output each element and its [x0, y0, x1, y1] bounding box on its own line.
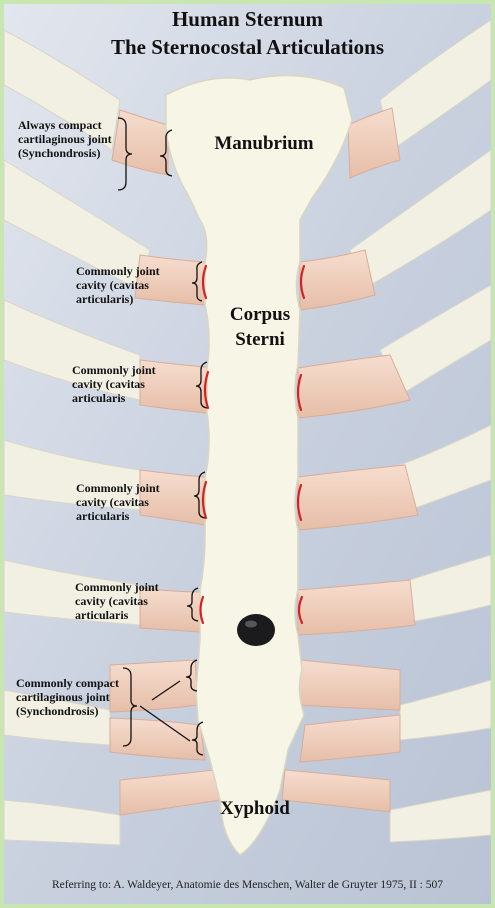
- label-corpus: Corpus: [215, 303, 305, 327]
- reference-citation: Referring to: A. Waldeyer, Anatomie des …: [0, 879, 495, 891]
- note-cavity-2: Commonly joint cavity (cavitas articular…: [72, 363, 190, 405]
- note-compact-top-line-2: cartilaginous joint: [18, 132, 128, 146]
- marker-dot-highlight: [245, 621, 257, 628]
- note-compact-top-line-3: (Synchondrosis): [18, 146, 128, 160]
- note-compact-bottom-line-1: Commonly compact: [16, 676, 141, 690]
- marker-dot: [237, 614, 275, 646]
- note-compact-bottom-line-2: cartilaginous joint: [16, 690, 141, 704]
- label-manubrium: Manubrium: [196, 132, 332, 156]
- label-xyphoid: Xyphoid: [200, 797, 310, 821]
- note-cavity-1-line-2: cavity (cavitas: [76, 278, 191, 292]
- note-compact-top: Always compact cartilaginous joint (Sync…: [18, 118, 128, 160]
- note-cavity-3-line-1: Commonly joint: [76, 481, 191, 495]
- note-cavity-2-line-1: Commonly joint: [72, 363, 190, 377]
- note-compact-bottom: Commonly compact cartilaginous joint (Sy…: [16, 676, 141, 718]
- note-cavity-3: Commonly joint cavity (cavitas articular…: [76, 481, 191, 523]
- note-cavity-3-line-2: cavity (cavitas: [76, 495, 191, 509]
- note-cavity-3-line-3: articularis: [76, 509, 191, 523]
- note-cavity-4-line-2: cavity (cavitas: [75, 594, 187, 608]
- title-line-2: The Sternocostal Articulations: [0, 35, 495, 60]
- note-cavity-4-line-1: Commonly joint: [75, 580, 187, 594]
- note-cavity-2-line-3: articularis: [72, 391, 190, 405]
- note-compact-top-line-1: Always compact: [18, 118, 128, 132]
- title-line-1: Human Sternum: [0, 7, 495, 32]
- note-cavity-1: Commonly joint cavity (cavitas articular…: [76, 264, 191, 306]
- note-cavity-2-line-2: cavity (cavitas: [72, 377, 190, 391]
- label-sterni: Sterni: [215, 328, 305, 352]
- note-cavity-4-line-3: articularis: [75, 608, 187, 622]
- note-cavity-1-line-1: Commonly joint: [76, 264, 191, 278]
- note-cavity-1-line-3: articularis): [76, 292, 191, 306]
- note-cavity-4: Commonly joint cavity (cavitas articular…: [75, 580, 187, 622]
- note-compact-bottom-line-3: (Synchondrosis): [16, 704, 141, 718]
